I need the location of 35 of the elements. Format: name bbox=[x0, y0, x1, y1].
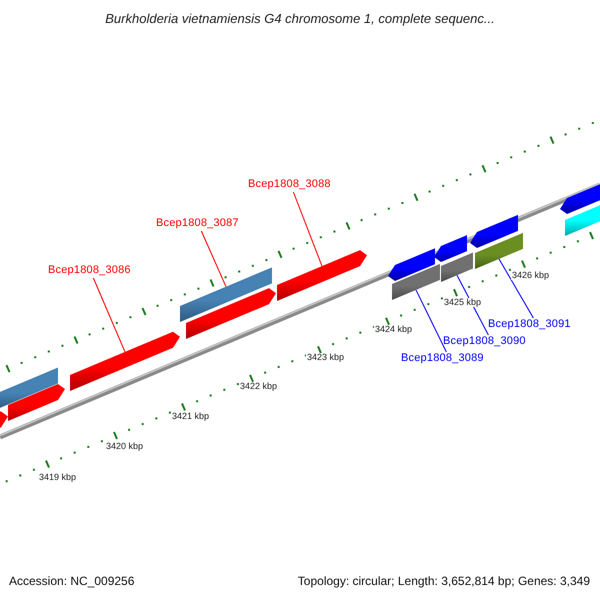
scale-label: 3421 kbp bbox=[171, 412, 210, 421]
gene-label: Bcep1808_3091 bbox=[488, 319, 571, 330]
gene-block bbox=[441, 252, 473, 282]
gene-label: Bcep1808_3086 bbox=[48, 265, 131, 276]
gene-block bbox=[475, 232, 523, 269]
scale-label: 3419 kbp bbox=[38, 473, 78, 482]
leader-line bbox=[292, 192, 322, 267]
scale-label: 3422 kbp bbox=[239, 382, 278, 391]
summary-text: Topology: circular; Length: 3,652,814 bp; Genes: 3,349 bbox=[298, 575, 590, 587]
gene-block bbox=[392, 264, 440, 300]
gene-block bbox=[470, 214, 518, 248]
gene-block bbox=[0, 368, 58, 410]
gene-block bbox=[180, 267, 272, 322]
leader-line bbox=[498, 258, 534, 318]
gene-label: Bcep1808_3088 bbox=[248, 179, 331, 190]
accession-text: Accession: NC_009256 bbox=[9, 575, 134, 587]
leader-line bbox=[92, 278, 126, 352]
gene-block bbox=[434, 235, 467, 262]
gene-label: Bcep1808_3089 bbox=[401, 353, 484, 364]
leader-line bbox=[416, 289, 447, 352]
title: Burkholderia vietnamiensis G4 chromosome 1, complete sequenc... bbox=[104, 12, 496, 25]
scale-label: 3420 kbp bbox=[105, 442, 144, 451]
scale-label: 3424 kbp bbox=[374, 325, 414, 334]
gene-block bbox=[277, 250, 367, 301]
gene-block bbox=[186, 288, 276, 339]
gene-label: Bcep1808_3087 bbox=[156, 218, 239, 229]
gene-block bbox=[388, 248, 435, 282]
gene-block bbox=[8, 384, 65, 421]
leader-line bbox=[200, 230, 226, 288]
leader-line bbox=[456, 274, 489, 336]
scale-label: 3423 kbp bbox=[306, 353, 346, 362]
gene-block bbox=[70, 332, 180, 391]
scale-label: 3425 kbp bbox=[443, 298, 482, 307]
scale-label: 3426 kbp bbox=[511, 271, 550, 280]
gene-label: Bcep1808_3090 bbox=[443, 336, 526, 347]
